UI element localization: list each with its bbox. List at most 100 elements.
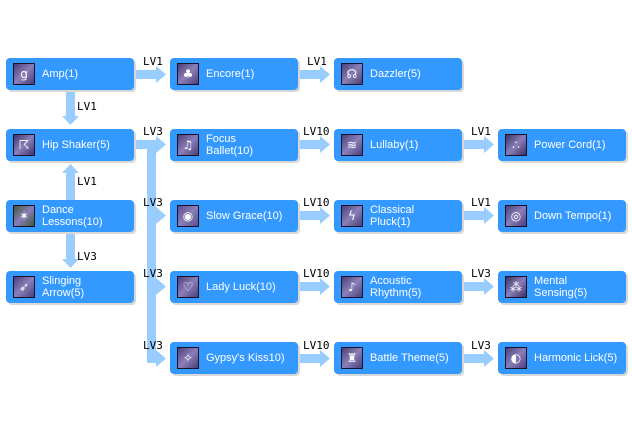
skill-label: Hip Shaker(5) — [42, 139, 110, 151]
skill-node-dance-lessons[interactable]: ✶ Dance Lessons(10) — [6, 200, 134, 232]
level-label-amp-hipshaker: LV1 — [77, 100, 97, 113]
level-label-encore-dazzler: LV1 — [307, 55, 327, 68]
level-label-slowgrace-classicalpluck: LV10 — [303, 196, 330, 209]
skill-node-acoustic-rhythm[interactable]: ♪ Acoustic Rhythm(5) — [334, 271, 462, 303]
connector-trunk-slowgrace — [147, 211, 156, 220]
skill-node-hip-shaker[interactable]: ☈ Hip Shaker(5) — [6, 129, 134, 161]
arrowhead-ladyluck-acoustic — [320, 278, 330, 295]
level-label-battletheme-harmonic: LV3 — [471, 339, 491, 352]
down-tempo-icon: ◎ — [505, 205, 527, 227]
skill-label: Mental Sensing(5) — [534, 275, 588, 299]
arrowhead-gypsy-battletheme — [320, 350, 330, 367]
connector-battletheme-harmonic — [462, 354, 484, 363]
skill-node-battle-theme[interactable]: ♜ Battle Theme(5) — [334, 342, 462, 374]
encore-icon: ♣ — [177, 63, 199, 85]
skill-node-harmonic-lick[interactable]: ◐ Harmonic Lick(5) — [498, 342, 626, 374]
skill-node-lullaby[interactable]: ≋ Lullaby(1) — [334, 129, 462, 161]
skill-label: Lullaby(1) — [370, 139, 419, 151]
skill-node-encore[interactable]: ♣ Encore(1) — [170, 58, 298, 90]
skill-node-down-tempo[interactable]: ◎ Down Tempo(1) — [498, 200, 626, 232]
connector-ladyluck-acoustic — [298, 282, 320, 291]
level-label-hipshaker-ladyluck: LV3 — [143, 267, 163, 280]
skill-node-gypsys-kiss[interactable]: ✧ Gypsy's Kiss10) — [170, 342, 298, 374]
skill-label: Classical Pluck(1) — [370, 204, 415, 228]
connector-dance-hipshaker — [66, 173, 75, 200]
level-label-hipshaker-focusballet: LV3 — [143, 125, 163, 138]
arrowhead-amp-hipshaker — [62, 116, 79, 125]
connector-slowgrace-classicalpluck — [298, 211, 320, 220]
level-label-acoustic-mental: LV3 — [471, 267, 491, 280]
arrowhead-trunk-slowgrace — [156, 207, 166, 224]
connector-dance-slinging — [66, 232, 75, 259]
skill-node-amp[interactable]: g Amp(1) — [6, 58, 134, 90]
connector-classicalpluck-downtempo — [462, 211, 484, 220]
skill-label: Slow Grace(10) — [206, 210, 283, 222]
skill-label: Power Cord(1) — [534, 139, 606, 151]
focus-ballet-icon: ♫ — [177, 134, 199, 156]
lady-luck-icon: ♡ — [177, 276, 199, 298]
skill-node-mental-sensing[interactable]: ⁂ Mental Sensing(5) — [498, 271, 626, 303]
connector-amp-encore — [134, 70, 156, 79]
skill-label: Harmonic Lick(5) — [534, 352, 618, 364]
arrowhead-acoustic-mental — [484, 278, 494, 295]
connector-gypsy-battletheme — [298, 354, 320, 363]
skill-label: Encore(1) — [206, 68, 255, 80]
arrowhead-amp-encore — [156, 66, 166, 83]
gypsys-kiss-icon: ✧ — [177, 347, 199, 369]
connector-trunk — [147, 144, 156, 363]
battle-theme-icon: ♜ — [341, 347, 363, 369]
dance-lessons-icon: ✶ — [13, 205, 35, 227]
level-label-ladyluck-acoustic: LV10 — [303, 267, 330, 280]
level-label-hipshaker-slowgrace: LV3 — [143, 196, 163, 209]
skill-node-classical-pluck[interactable]: ϟ Classical Pluck(1) — [334, 200, 462, 232]
slow-grace-icon: ◉ — [177, 205, 199, 227]
level-label-dance-slinging: LV3 — [77, 250, 97, 263]
skill-label: Dance Lessons(10) — [42, 204, 103, 228]
skill-node-slinging-arrow[interactable]: ➶ Slinging Arrow(5) — [6, 271, 134, 303]
skill-node-slow-grace[interactable]: ◉ Slow Grace(10) — [170, 200, 298, 232]
arrowhead-battletheme-harmonic — [484, 350, 494, 367]
classical-pluck-icon: ϟ — [341, 205, 363, 227]
hip-shaker-icon: ☈ — [13, 134, 35, 156]
dazzler-icon: ☊ — [341, 63, 363, 85]
skill-label: Focus Ballet(10) — [206, 133, 254, 157]
harmonic-lick-icon: ◐ — [505, 347, 527, 369]
arrowhead-lullaby-powercord — [484, 136, 494, 153]
level-label-amp-encore: LV1 — [143, 55, 163, 68]
power-cord-icon: ∴ — [505, 134, 527, 156]
connector-focusballet-lullaby — [298, 140, 320, 149]
level-label-dance-hipshaker: LV1 — [77, 175, 97, 188]
level-label-gypsy-battletheme: LV10 — [303, 339, 330, 352]
skill-label: Dazzler(5) — [370, 68, 421, 80]
skill-node-lady-luck[interactable]: ♡ Lady Luck(10) — [170, 271, 298, 303]
mental-sensing-icon: ⁂ — [505, 276, 527, 298]
skill-label: Down Tempo(1) — [534, 210, 612, 222]
connector-encore-dazzler — [298, 70, 320, 79]
connector-hipshaker-focusballet — [134, 140, 156, 149]
skill-node-power-cord[interactable]: ∴ Power Cord(1) — [498, 129, 626, 161]
skill-label: Battle Theme(5) — [370, 352, 449, 364]
connector-amp-hipshaker — [66, 90, 75, 116]
skill-label: Slinging Arrow(5) — [42, 275, 85, 299]
arrowhead-slowgrace-classicalpluck — [320, 207, 330, 224]
skill-label: Amp(1) — [42, 68, 79, 80]
skill-label: Lady Luck(10) — [206, 281, 276, 293]
slinging-arrow-icon: ➶ — [13, 276, 35, 298]
skill-label: Gypsy's Kiss10) — [206, 352, 285, 364]
skill-label: Acoustic Rhythm(5) — [370, 275, 422, 299]
connector-acoustic-mental — [462, 282, 484, 291]
arrowhead-encore-dazzler — [320, 66, 330, 83]
level-label-hipshaker-gypsy: LV3 — [143, 339, 163, 352]
level-label-classicalpluck-downtempo: LV1 — [471, 196, 491, 209]
connector-trunk-gypsy — [147, 354, 156, 363]
connector-lullaby-powercord — [462, 140, 484, 149]
arrowhead-trunk-gypsy — [156, 350, 166, 367]
arrowhead-hipshaker-focusballet — [156, 136, 166, 153]
acoustic-rhythm-icon: ♪ — [341, 276, 363, 298]
skill-node-dazzler[interactable]: ☊ Dazzler(5) — [334, 58, 462, 90]
lullaby-icon: ≋ — [341, 134, 363, 156]
level-label-lullaby-powercord: LV1 — [471, 125, 491, 138]
amp-icon: g — [13, 63, 35, 85]
skill-node-focus-ballet[interactable]: ♫ Focus Ballet(10) — [170, 129, 298, 161]
